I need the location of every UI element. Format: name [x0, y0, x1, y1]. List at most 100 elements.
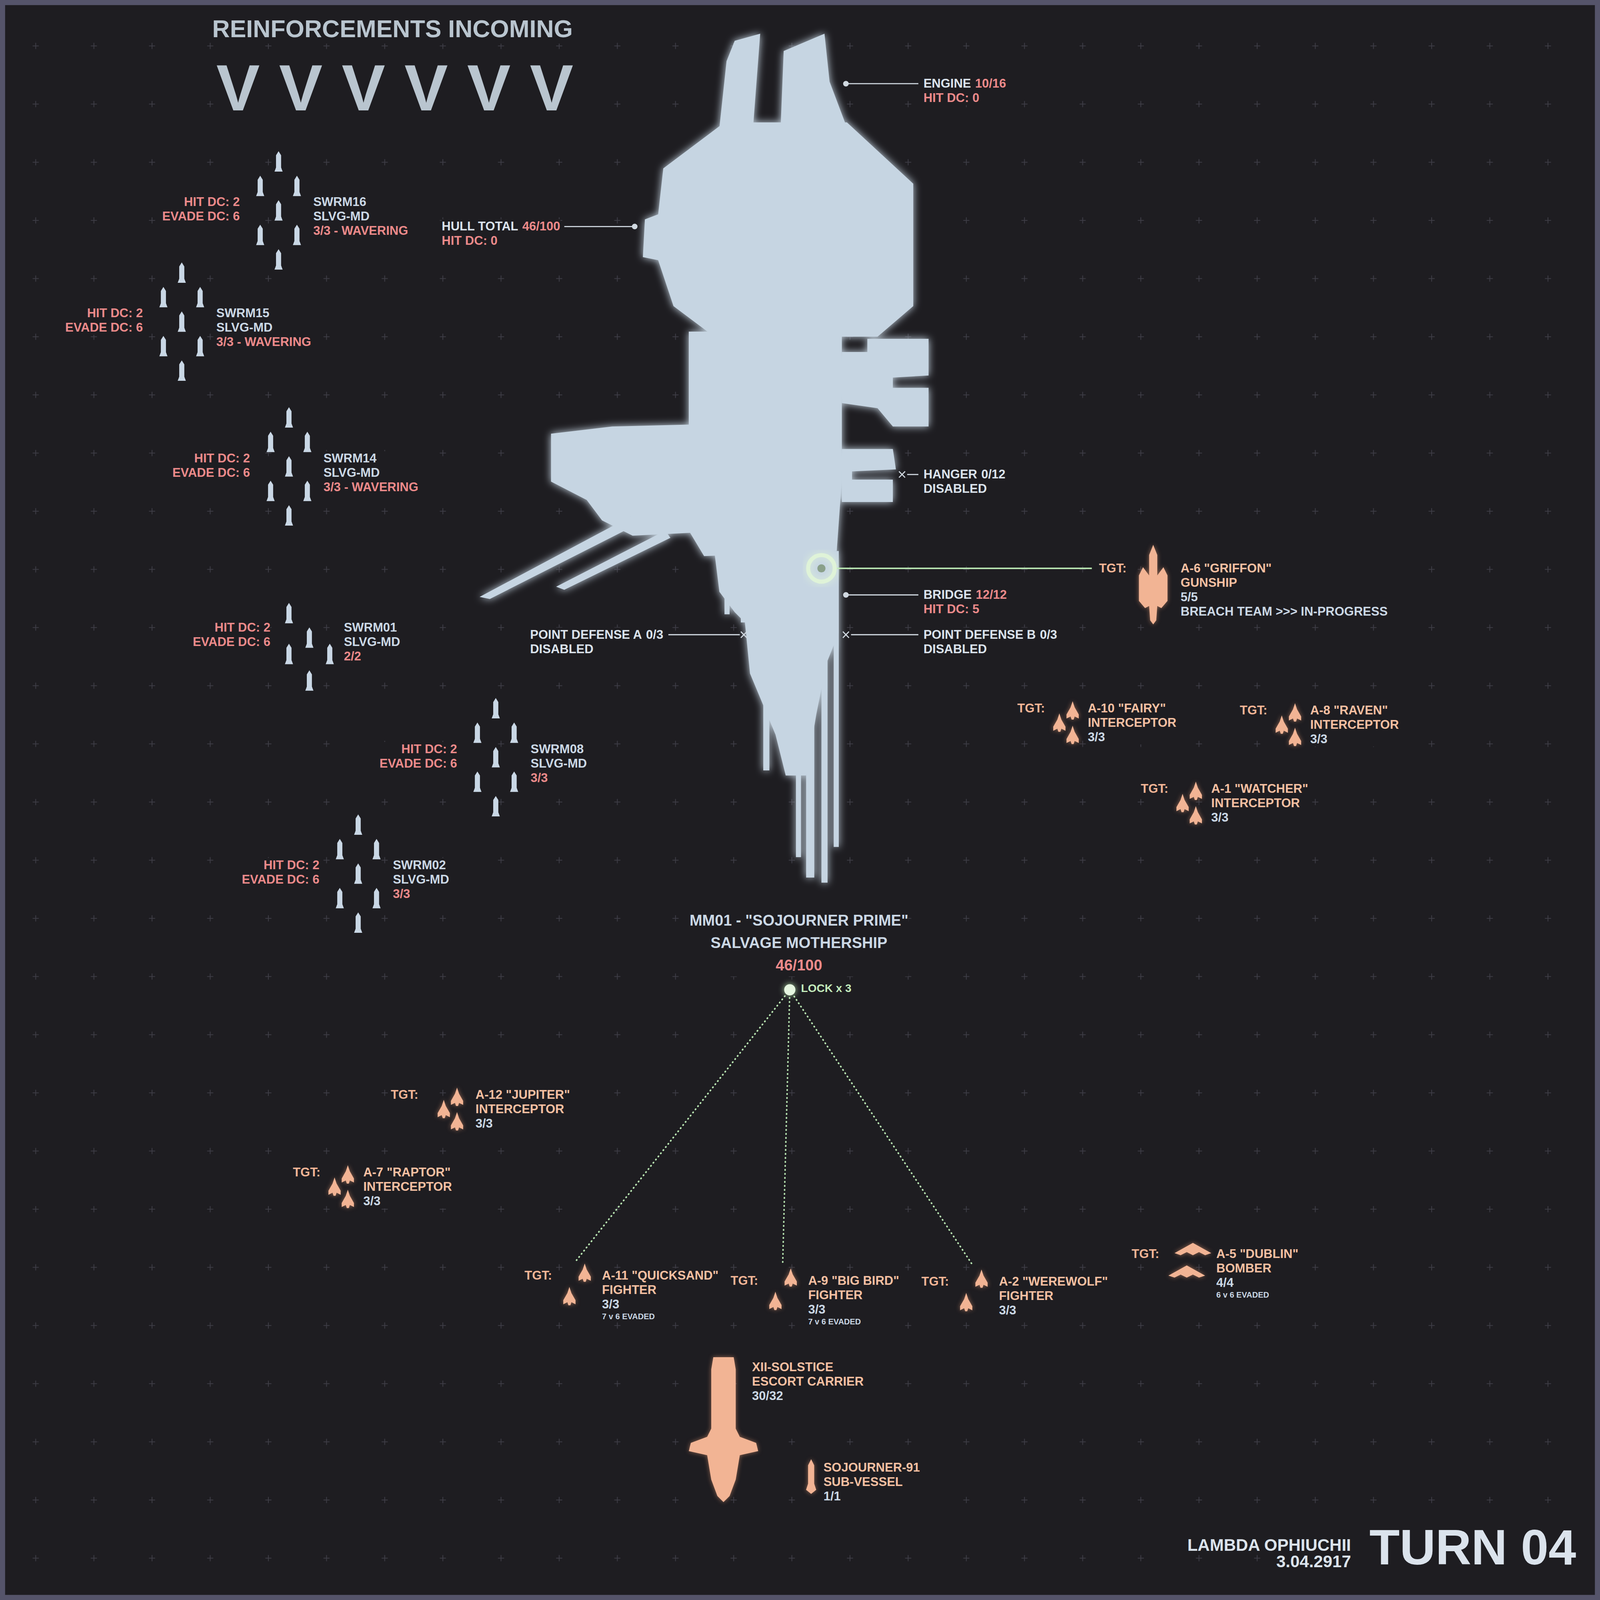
lock-count: LOCK x 3	[801, 981, 852, 996]
text-column: A-7 "RAPTOR"INTERCEPTOR3/3	[363, 1165, 452, 1209]
leader-line	[907, 474, 919, 476]
interceptor-wing: TGT:A-1 "WATCHER"INTERCEPTOR3/3	[1140, 781, 1308, 825]
unit-text: A-11 "QUICKSAND"	[602, 1268, 719, 1283]
unit-text: SWRM15	[216, 306, 312, 321]
unit-icon	[559, 1260, 594, 1308]
disabled-mark	[740, 631, 747, 638]
unit-shape	[1138, 544, 1168, 625]
mothership-label: MM01 - "SOJOURNER PRIME"SALVAGE MOTHERSH…	[689, 909, 909, 990]
unit-text: INTERCEPTOR	[1310, 717, 1400, 732]
bomber-wing: TGT:A-5 "DUBLIN"BOMBER4/46 v 6 EVADED	[1131, 1236, 1299, 1300]
callout-value: 0/12	[981, 467, 1006, 482]
text-column: SWRM02SLVG-MD3/3	[392, 858, 450, 902]
unit-shape	[335, 887, 344, 908]
unit-shape	[284, 644, 293, 665]
unit-shape	[1066, 701, 1079, 720]
unit-text: SLVG-MD	[392, 872, 450, 887]
text-column: TGT:	[1098, 561, 1127, 576]
unit-text: SLVG-MD	[216, 320, 312, 335]
unit-shape	[806, 1459, 817, 1494]
interceptor-wing: TGT: A-10 "FAIRY"INTERCEPTOR3/3	[1017, 701, 1177, 745]
target-ring	[808, 555, 835, 582]
callout-value: 10/16	[975, 76, 1007, 91]
unit-text: TGT:	[292, 1165, 321, 1180]
unit-shape	[266, 480, 275, 502]
unit-shape	[975, 1269, 988, 1288]
lock-line	[782, 989, 790, 1266]
unit-text: 30/32	[752, 1388, 864, 1404]
unit-icon	[435, 1087, 467, 1131]
leader-dot	[632, 224, 637, 229]
text-column: TGT:	[1017, 701, 1045, 716]
side-pods	[842, 338, 929, 427]
text-column: HIT DC: 2EVADE DC: 6	[65, 306, 143, 335]
text-column: TGT:	[921, 1274, 950, 1289]
callout-value: HIT DC: 0	[923, 90, 980, 106]
fighter-wing: TGT:A-9 "BIG BIRD"FIGHTER3/37 v 6 EVADED	[730, 1265, 900, 1326]
spike	[763, 632, 770, 771]
text-column: TGT:	[292, 1165, 321, 1180]
unit-text: 3/3 - WAVERING	[216, 334, 312, 350]
status-text: DISABLED	[923, 642, 987, 657]
unit-text: 3/3	[475, 1116, 570, 1131]
unit-shape	[1176, 794, 1189, 813]
spike	[821, 632, 828, 883]
unit-text: SUB-VESSEL	[823, 1474, 920, 1490]
text-column: A-9 "BIG BIRD"FIGHTER3/37 v 6 EVADED	[808, 1273, 899, 1327]
unit-text: SWRM16	[313, 194, 408, 210]
callout-value: HIT DC: 5	[923, 602, 980, 617]
unit-icon	[1273, 703, 1305, 746]
callout-value: 0/3	[1040, 627, 1058, 642]
unit-text: 3/3	[602, 1297, 719, 1312]
unit-text: EVADE DC: 6	[172, 465, 250, 480]
swarm-group: HIT DC: 2EVADE DC: 6SWRM08SLVG-MD3/3	[379, 698, 587, 819]
unit-text: FIGHTER	[998, 1288, 1108, 1304]
unit-shape	[196, 286, 204, 308]
text-column: SWRM08SLVG-MD3/3	[530, 742, 588, 786]
callout-value: HIT DC: 0	[441, 233, 498, 248]
lock-origin-dot	[784, 984, 796, 996]
unit-text: 1/1	[823, 1489, 920, 1504]
unit-shape	[335, 838, 344, 860]
unit-shape	[960, 1292, 973, 1312]
unit-text: 3/3	[998, 1303, 1108, 1318]
status-text: DISABLED	[530, 642, 594, 657]
unit-text: INTERCEPTOR	[1211, 796, 1308, 811]
unit-text: SOJOURNER-91	[823, 1460, 920, 1475]
unit-shape	[563, 1286, 576, 1306]
callout-name: BRIDGE	[923, 587, 972, 602]
unit-shape	[342, 1189, 355, 1208]
unit-text: A-7 "RAPTOR"	[363, 1165, 452, 1180]
callout-name: POINT DEFENSE B	[923, 627, 1036, 642]
unit-text: A-10 "FAIRY"	[1087, 701, 1177, 716]
interceptor-wing: TGT: A-7 "RAPTOR"INTERCEPTOR3/3	[292, 1165, 452, 1209]
unit-shape	[342, 1165, 355, 1184]
unit-text: 3/3	[1211, 810, 1308, 825]
unit-icon	[1132, 544, 1174, 625]
unit-text: BOMBER	[1216, 1261, 1299, 1276]
unit-text: 7 v 6 EVADED	[808, 1316, 899, 1327]
unit-text: 5/5	[1180, 590, 1388, 605]
unit-shape	[159, 286, 168, 308]
unit-shape	[1275, 715, 1288, 734]
text-column: A-6 "GRIFFON"GUNSHIP5/5BREACH TEAM >>> I…	[1180, 561, 1388, 619]
unit-text: FIGHTER	[808, 1288, 899, 1303]
unit-shape	[284, 456, 293, 477]
unit-shape	[274, 200, 283, 221]
unit-shape	[437, 1100, 450, 1119]
unit-shape	[303, 431, 312, 452]
unit-shape	[1168, 1265, 1206, 1278]
sub-vessel-unit: SOJOURNER-91SUB-VESSEL1/1	[804, 1459, 920, 1504]
unit-icon	[804, 1459, 819, 1494]
unit-text: TGT:	[1239, 703, 1268, 718]
unit-text: SWRM14	[323, 451, 419, 466]
unit-text: SLVG-MD	[344, 634, 401, 650]
date-text: 3.04.2917	[1276, 1552, 1352, 1572]
spike	[796, 653, 802, 858]
text-column: A-10 "FAIRY"INTERCEPTOR3/3	[1087, 701, 1177, 745]
unit-text: TGT:	[921, 1274, 950, 1289]
unit-shape	[784, 1268, 798, 1287]
unit-text: TGT:	[1017, 701, 1045, 716]
unit-shape	[473, 722, 482, 743]
unit-text: HIT DC: 2	[379, 742, 458, 757]
